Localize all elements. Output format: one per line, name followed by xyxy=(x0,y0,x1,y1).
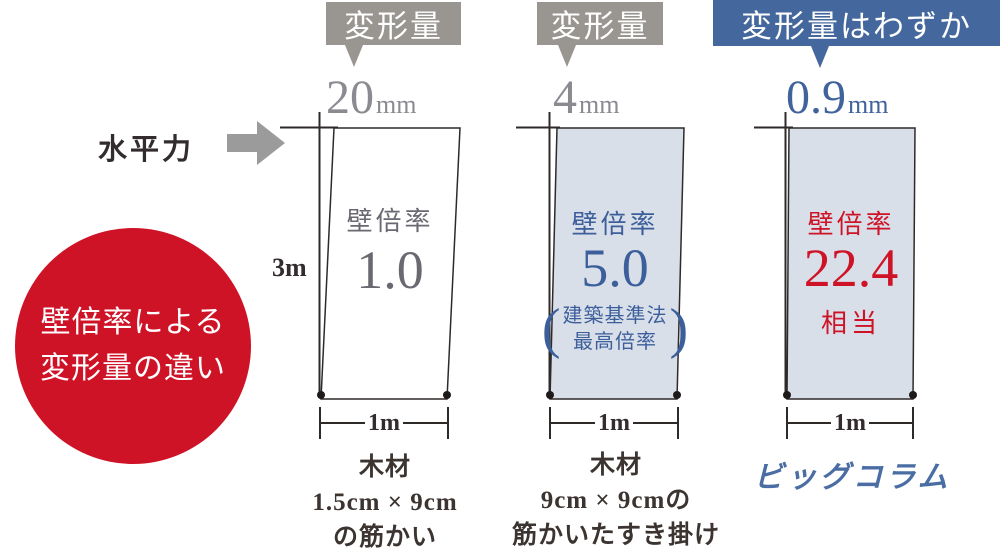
deform-value-1-unit: mm xyxy=(376,90,417,119)
title-badge-line1: 壁倍率による xyxy=(40,306,226,339)
deform-value-2-number: 4 xyxy=(553,71,577,124)
deform-callout-2: 変形量 xyxy=(537,2,663,45)
panel3-rate-suffix: 相当 xyxy=(820,309,882,338)
panel3-left-dot xyxy=(783,391,791,399)
deform-value-1: 20 mm xyxy=(326,74,416,122)
panel2-caption-line1: 木材 xyxy=(589,452,643,479)
panel1-width-label: 1m xyxy=(368,410,400,436)
panel2-note-close-paren: ) xyxy=(669,298,689,360)
panel2-width-dimension: 1m xyxy=(549,406,679,440)
height-label: 3m xyxy=(272,253,307,282)
panel2-rate-note: ( 建築基準法 最高倍率 ) xyxy=(542,301,688,357)
panel2-note-open-paren: ( xyxy=(541,298,561,360)
panel3-rate-label: 壁倍率 xyxy=(807,210,895,239)
deform-value-3-number: 0.9 xyxy=(786,71,846,124)
panel3-dim-right-tick xyxy=(912,407,914,439)
panel2-caption-line3: 筋かいたすき掛け xyxy=(511,522,721,549)
panel3-rate-value: 22.4 xyxy=(803,238,899,298)
panel1-caption-line1: 木材 xyxy=(358,454,411,481)
panel2-caption-line2: 9cm × 9cmの xyxy=(540,487,692,514)
panel2-note-line2: 最高倍率 xyxy=(573,331,657,353)
panel1-dim-left-line xyxy=(321,422,365,424)
panel2-rate-value: 5.0 xyxy=(581,238,649,298)
panel1-dim-right-line xyxy=(403,422,447,424)
panel3-dim-left-line xyxy=(788,422,831,424)
force-label: 水平力 xyxy=(97,134,194,166)
panel1-caption-line2: 1.5cm × 9cm xyxy=(312,489,458,516)
panel2-right-dot xyxy=(673,391,681,399)
title-badge-line2: 変形量の違い xyxy=(40,352,226,385)
deform-value-3-unit: mm xyxy=(848,90,889,119)
deform-callout-3-label: 変形量はわずか xyxy=(741,8,972,44)
force-arrow-icon xyxy=(227,121,285,165)
panel2-dim-left-tick xyxy=(549,407,551,439)
deform-callout-3: 変形量はわずか xyxy=(713,0,1000,46)
deform-value-1-number: 20 xyxy=(326,71,374,124)
deform-value-3: 0.9 mm xyxy=(786,74,888,122)
panel3-caption-big-column: ビッグコラム xyxy=(753,461,951,494)
panel3-width-label: 1m xyxy=(834,410,866,436)
panel1-right-dot xyxy=(443,391,451,399)
panel1-left-dot xyxy=(317,391,325,399)
panel2-left-dot xyxy=(546,391,554,399)
pan3-right-dot xyxy=(909,391,917,399)
panel1-rate-value: 1.0 xyxy=(356,240,424,300)
panel2-dim-right-line xyxy=(633,422,677,424)
panel3-dim-left-tick xyxy=(786,407,788,439)
deform-callout-2-pointer xyxy=(558,45,576,67)
deform-callout-3-pointer xyxy=(811,46,829,68)
deform-callout-1: 変形量 xyxy=(326,2,461,45)
panel3-width-dimension: 1m xyxy=(786,406,914,440)
panel1-dim-left-tick xyxy=(319,407,321,439)
panel2-caption: 木材 9cm × 9cmの 筋かいたすき掛け xyxy=(512,448,720,553)
panel1-caption: 木材 1.5cm × 9cm の筋かい xyxy=(312,450,457,555)
deform-callout-2-label: 変形量 xyxy=(550,9,650,44)
panel2-rate-label: 壁倍率 xyxy=(571,210,659,239)
deform-callout-1-pointer xyxy=(345,45,363,67)
panel2-dim-left-line xyxy=(551,422,595,424)
deform-value-2: 4 mm xyxy=(553,74,619,122)
panel2-width-label: 1m xyxy=(598,410,630,436)
panel2-note-line1: 建築基準法 xyxy=(562,305,668,327)
panel2-dim-right-tick xyxy=(677,407,679,439)
deform-value-2-unit: mm xyxy=(579,90,620,119)
panel1-caption-line3: の筋かい xyxy=(332,524,437,551)
panel1-dim-right-tick xyxy=(447,407,449,439)
title-badge: 壁倍率による 変形量の違い xyxy=(15,228,251,464)
panel1-rate-label: 壁倍率 xyxy=(346,207,434,236)
deform-callout-1-label: 変形量 xyxy=(344,9,443,44)
panel1-width-dimension: 1m xyxy=(319,406,449,440)
panel3-dim-right-line xyxy=(869,422,912,424)
